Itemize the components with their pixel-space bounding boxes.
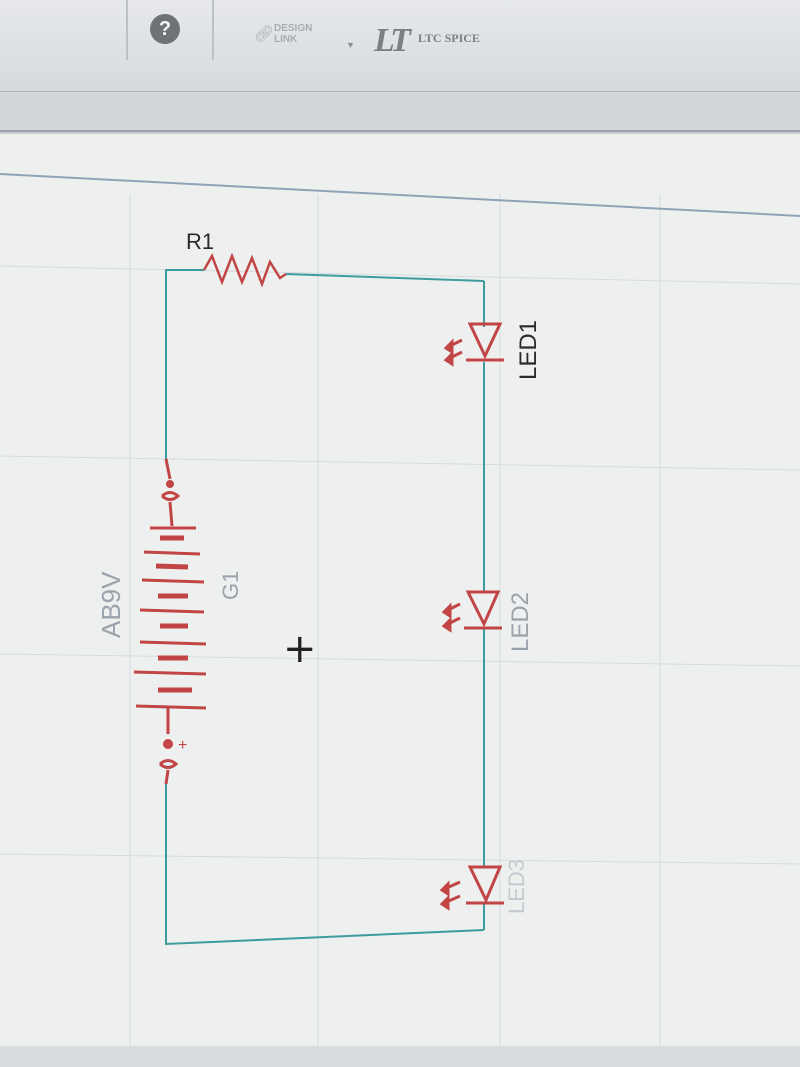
resistor-r1[interactable]: R1 bbox=[186, 229, 287, 288]
ltspice-logo: LT bbox=[374, 22, 411, 59]
schematic-canvas[interactable]: R1 AB9V G1 + bbox=[0, 134, 800, 1067]
design-link-label: DESIGN LINK bbox=[274, 23, 313, 45]
crosshair-cursor-icon: + bbox=[283, 626, 317, 672]
battery-value-label: AB9V bbox=[96, 571, 126, 638]
design-link-button[interactable]: 🔗︎ DESIGN LINK bbox=[254, 20, 344, 52]
toolbar-separator bbox=[212, 0, 214, 60]
led3-label: LED3 bbox=[504, 859, 529, 914]
ltspice-button[interactable]: LT LTC SPICE bbox=[374, 20, 524, 64]
chevron-down-icon[interactable]: ▼ bbox=[346, 40, 355, 50]
frame-border bbox=[0, 173, 800, 217]
ltspice-label: LTC SPICE bbox=[418, 31, 480, 45]
led1-label: LED1 bbox=[515, 320, 542, 380]
led2[interactable] bbox=[441, 590, 502, 633]
led3[interactable] bbox=[439, 865, 504, 911]
link-icon: 🔗︎ bbox=[254, 26, 275, 43]
battery-plus-label: + bbox=[178, 737, 187, 754]
help-icon[interactable]: ? bbox=[150, 14, 180, 44]
r1-label: R1 bbox=[186, 229, 214, 254]
schematic-svg[interactable]: R1 AB9V G1 + bbox=[0, 134, 800, 1067]
battery-name-label: G1 bbox=[218, 571, 243, 600]
status-strip bbox=[0, 1046, 800, 1067]
led1[interactable] bbox=[443, 322, 504, 367]
led2-label: LED2 bbox=[507, 592, 534, 652]
toolbar-separator bbox=[126, 0, 128, 60]
toolbar: ? 🔗︎ DESIGN LINK ▼ LT LTC SPICE bbox=[0, 0, 800, 92]
battery-g1[interactable] bbox=[133, 458, 207, 785]
grid bbox=[0, 194, 800, 1067]
wires[interactable] bbox=[165, 269, 485, 946]
tab-bar bbox=[0, 92, 800, 132]
